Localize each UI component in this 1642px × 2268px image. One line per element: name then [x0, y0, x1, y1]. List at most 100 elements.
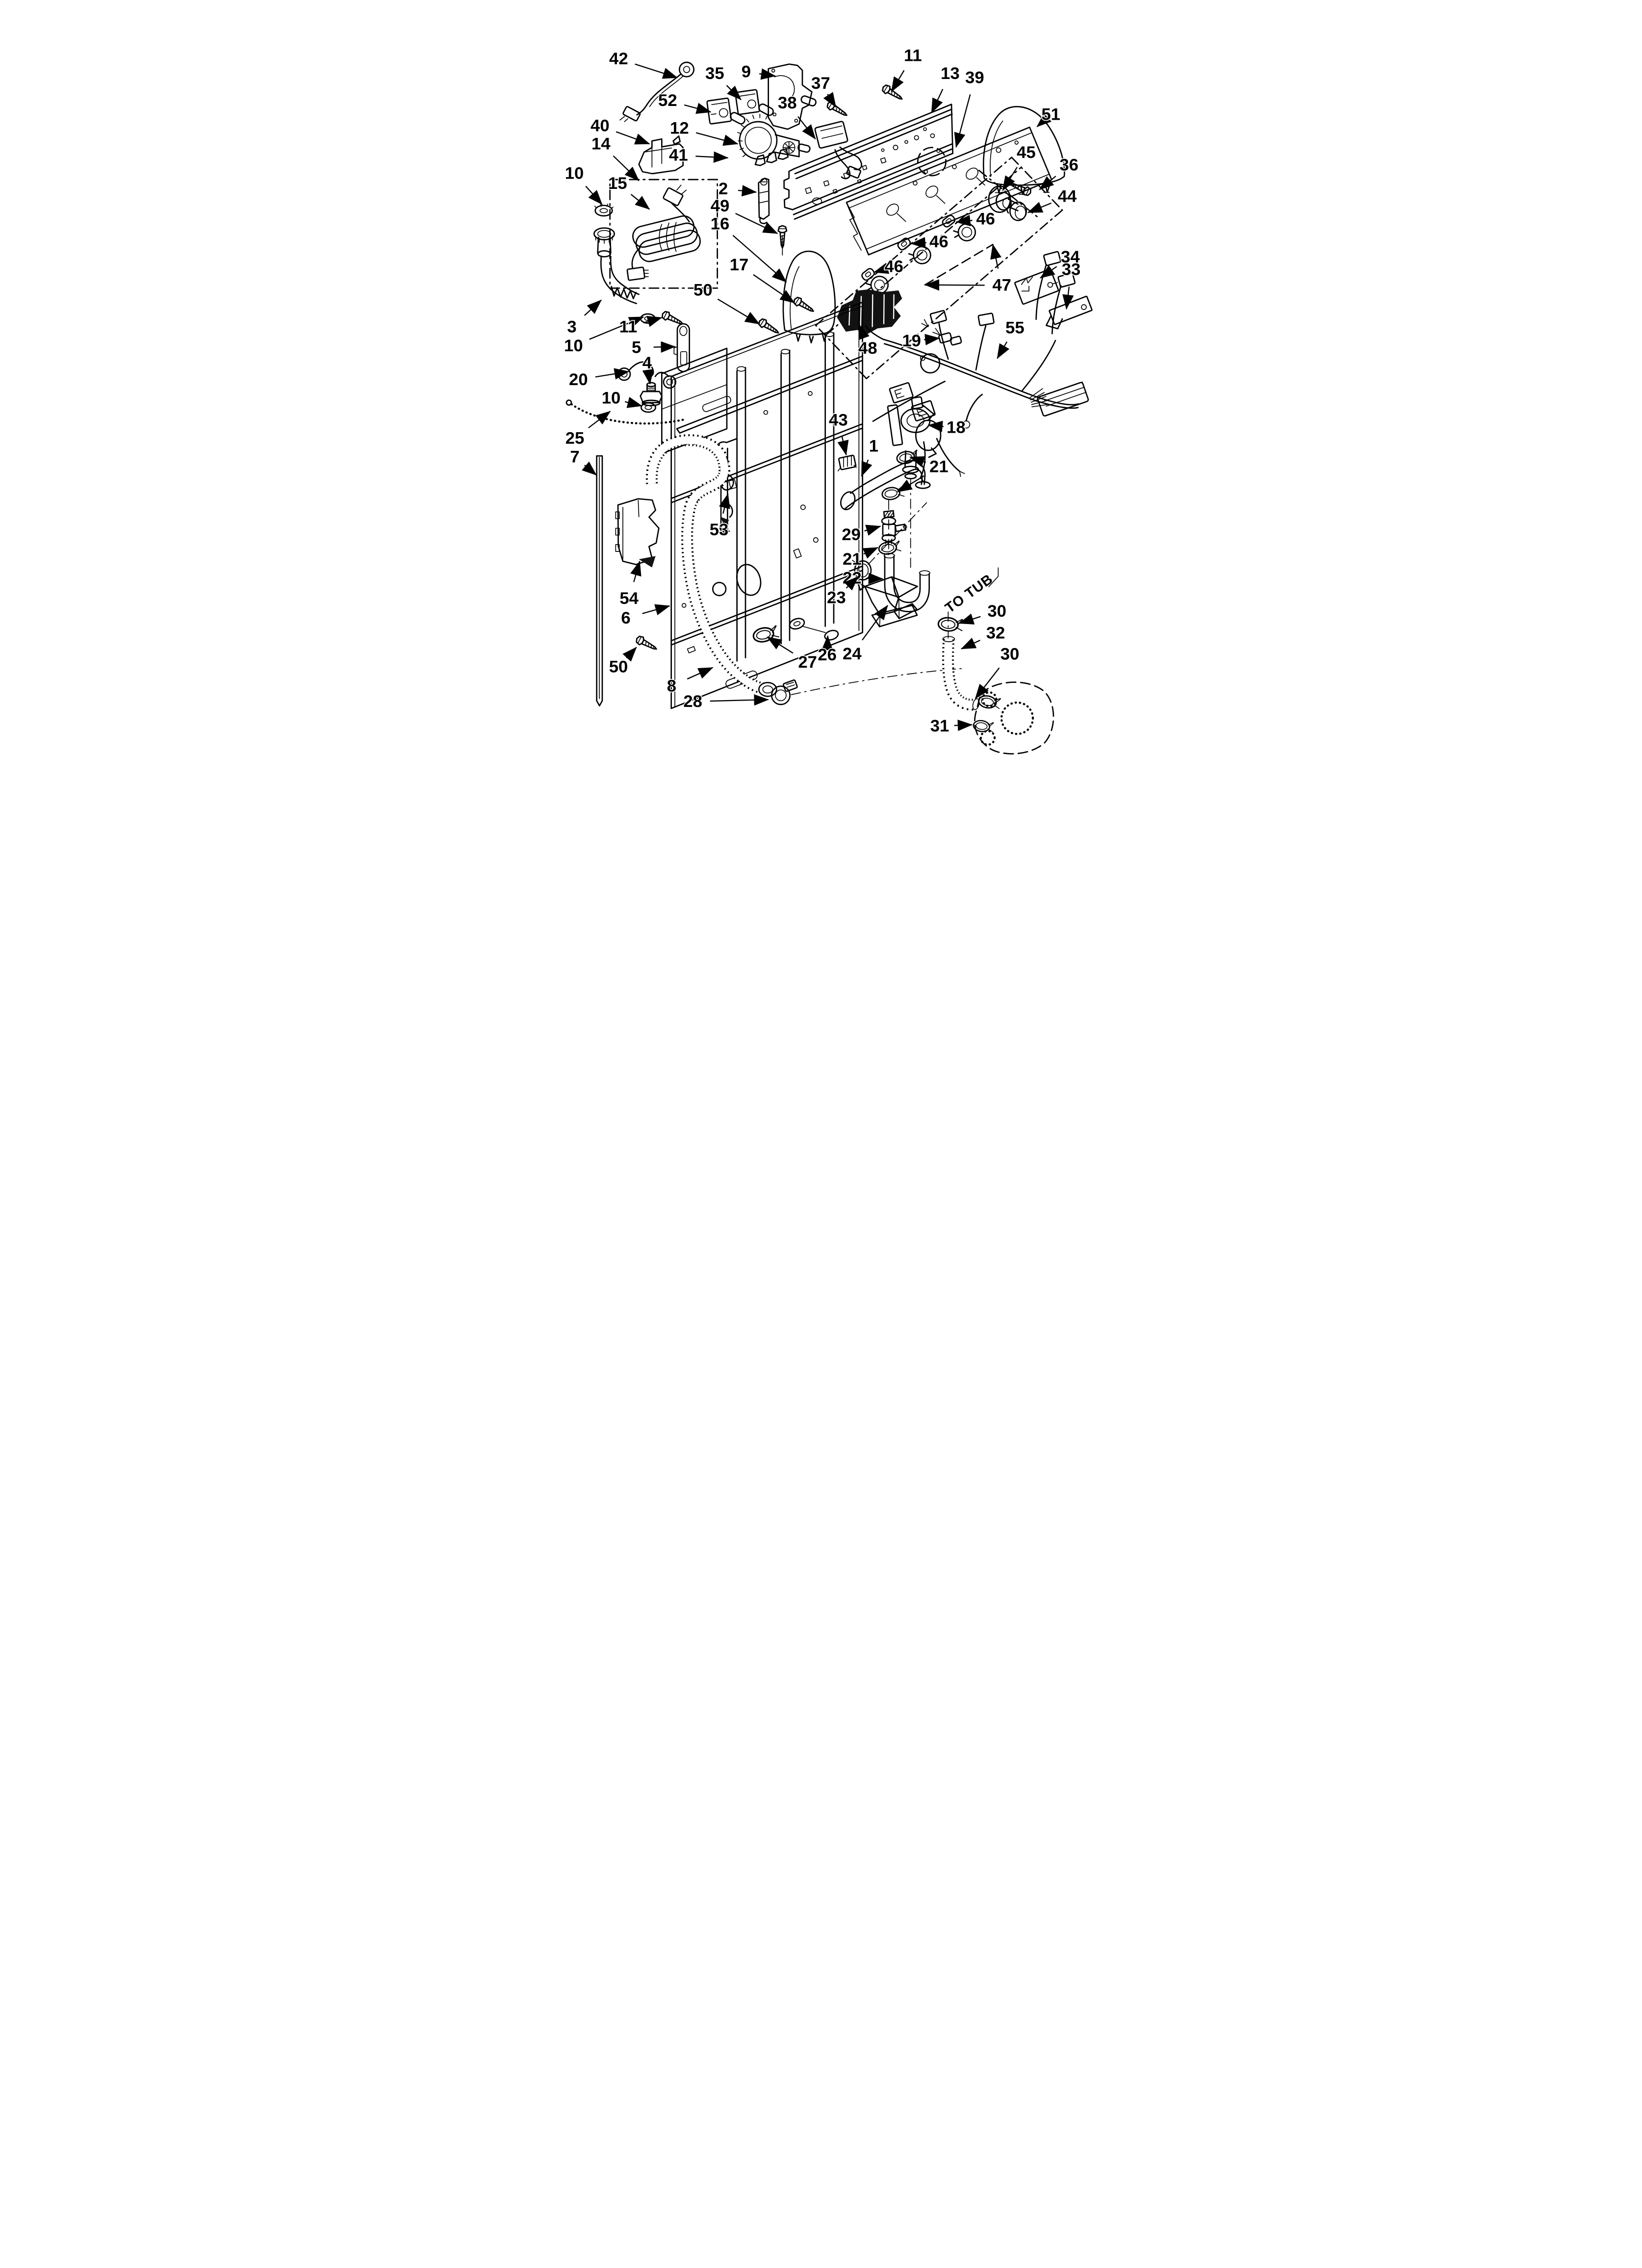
leader-26 [821, 635, 833, 651]
panel-ribs [736, 331, 835, 662]
inlet-bracket-54 [615, 498, 660, 568]
hose-clamp-27 [751, 624, 780, 645]
callout-37: 37 [811, 74, 830, 93]
leader-7 [582, 461, 597, 476]
drain-tube-22 [883, 553, 930, 613]
callout-49: 49 [711, 197, 730, 215]
leader-47 [924, 279, 985, 291]
screw-50b [634, 634, 659, 653]
knob-45 [988, 185, 1019, 213]
leader-44 [1027, 202, 1052, 213]
callout-8: 8 [667, 677, 676, 695]
callout-54: 54 [619, 589, 639, 608]
switch-35 [735, 89, 774, 116]
callout-20: 20 [569, 370, 588, 389]
callout-44: 44 [1058, 187, 1077, 206]
switch-52 [706, 97, 745, 125]
callout-48: 48 [858, 339, 877, 358]
leader-33 [1062, 287, 1074, 310]
callout-14: 14 [591, 134, 611, 153]
leader-13 [931, 89, 944, 114]
callout-17: 17 [730, 256, 749, 274]
leader-52 [684, 103, 712, 114]
callout-25: 25 [565, 429, 585, 447]
callout-23: 23 [827, 588, 846, 607]
console-panel-dashed [815, 147, 1063, 379]
callout-45: 45 [1017, 143, 1036, 162]
leader-21 [909, 456, 926, 468]
leader-3 [584, 299, 602, 316]
callout-30: 30 [1001, 645, 1020, 664]
leader-54 [630, 560, 641, 582]
leader-42 [635, 63, 678, 79]
leader-49 [735, 213, 778, 235]
tub-clamp-30a [937, 616, 964, 633]
leader-21 [897, 475, 925, 493]
leader-36 [1039, 176, 1056, 190]
callout-50: 50 [693, 281, 713, 300]
callout-11: 11 [619, 318, 638, 337]
tub-outline [974, 681, 1054, 755]
clip-40 [638, 135, 684, 175]
leader-30 [975, 667, 1000, 699]
screw-50a [756, 316, 782, 338]
clip-43 [837, 454, 857, 471]
leader-19 [924, 334, 940, 345]
inlet-washer-top [594, 204, 614, 217]
leader-50 [717, 298, 760, 325]
drain-hose-8 [645, 434, 777, 697]
leader-15 [630, 194, 650, 210]
callout-52: 52 [658, 91, 677, 110]
leader-40 [616, 131, 650, 145]
callout-30: 30 [987, 602, 1006, 621]
leader-43 [837, 436, 849, 456]
callout-3: 3 [567, 318, 576, 337]
callout-13: 13 [941, 64, 960, 83]
leader-51 [1036, 113, 1052, 128]
leader-38 [797, 116, 816, 140]
leader-50 [622, 647, 637, 662]
leader-20 [595, 368, 630, 380]
leader-34 [1040, 265, 1057, 279]
callout-12: 12 [670, 119, 689, 138]
callout-31: 31 [930, 717, 949, 735]
plug-26 [789, 618, 839, 641]
leader-55 [997, 341, 1010, 359]
callout-55: 55 [1005, 319, 1025, 338]
hose-coupler-28 [771, 668, 963, 705]
callout-32: 32 [986, 624, 1005, 643]
leader-39 [954, 94, 971, 148]
leader-16 [732, 235, 787, 283]
board-34 [1014, 268, 1059, 305]
callout-39: 39 [965, 69, 984, 87]
end-cap-left [782, 250, 836, 343]
callout-28: 28 [683, 692, 702, 711]
clips-41 [754, 148, 789, 166]
leader-6 [642, 604, 670, 616]
leader-29 [864, 524, 881, 536]
leader-14 [613, 155, 640, 182]
callout-53: 53 [710, 521, 729, 539]
valve-29 [881, 499, 907, 555]
callout-36: 36 [1059, 156, 1078, 175]
leader-35 [726, 85, 742, 101]
leader-22 [866, 573, 884, 584]
leader-28 [710, 694, 769, 706]
callout-51: 51 [1041, 105, 1060, 124]
callout-50: 50 [609, 657, 628, 676]
leader-10 [624, 396, 642, 408]
leader-24 [862, 605, 888, 641]
leader-21 [862, 547, 879, 559]
leader-27 [767, 636, 794, 654]
trim-strip-7 [596, 455, 603, 706]
hose-clamp-21b [880, 485, 905, 501]
callout-21: 21 [843, 550, 862, 569]
callout-46: 46 [929, 233, 949, 251]
callout-19: 19 [902, 332, 921, 350]
parts-diagram-page: < [547, 0, 1095, 756]
callout-29: 29 [842, 525, 861, 544]
leader-48 [858, 324, 870, 340]
callout-1: 1 [869, 437, 878, 456]
leader-8 [687, 667, 714, 680]
callout-21: 21 [929, 458, 949, 476]
